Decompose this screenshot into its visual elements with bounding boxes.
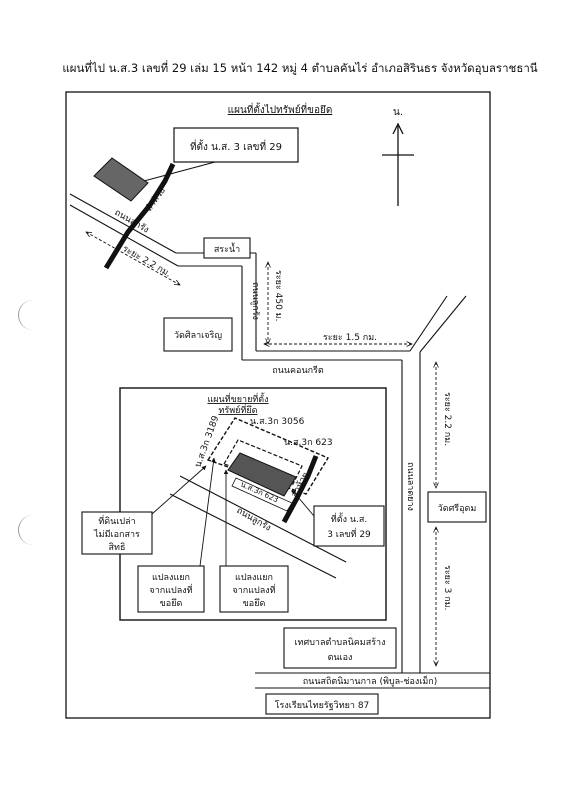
school-box [265, 693, 379, 715]
municipality-label-2: ตนเอง [328, 653, 353, 663]
road-lukrang-vertical-label: ถนนลูกรัง [250, 282, 260, 320]
vacant-pointer [151, 465, 207, 515]
split2-label-3: ขอยึด [243, 598, 266, 609]
split1-pointer [199, 457, 216, 567]
inset-stream-line [281, 455, 319, 524]
distance-1-5km-label: ระยะ 1.5 กม. [323, 333, 377, 343]
vacant-label-2: ไม่มีเอกสาร [93, 529, 140, 540]
pond-box [203, 237, 251, 259]
municipality-label-1: เทศบาลตำบลนิคมสร้าง [294, 637, 385, 648]
parcel-623-outline [223, 439, 303, 487]
distance-2-2km-label: ระยะ 2.2 กม. [121, 244, 173, 280]
location-box [173, 127, 299, 163]
parcel-3056-outline [206, 417, 330, 495]
vacant-label-1: ที่ดินเปล่า [98, 514, 135, 527]
parcel-623-label: น.ส.3ก 623 [284, 438, 333, 448]
vacant-land-box [81, 511, 153, 555]
distance-450m-label: ระยะ 450 ม. [273, 270, 283, 321]
page-title: แผนที่ไป น.ส.3 เลขที่ 29 เล่ม 15 หน้า 14… [62, 61, 538, 75]
temple-sriudom-box [427, 491, 487, 523]
road-asphalt-label: ถนนลาดยาง [405, 462, 415, 511]
inset-location-label-2: 3 เลขที่ 29 [327, 527, 371, 540]
pond-label: สระน้ำ [214, 242, 240, 255]
section-title: แผนที่ตั้งไปทรัพย์ที่ขอยึด [228, 102, 333, 116]
inset-location-label-1: ที่ตั้ง น.ส. [331, 512, 367, 525]
main-road-bottom [255, 672, 490, 689]
inset-road [169, 475, 347, 579]
vacant-label-3: สิทธิ [109, 542, 126, 553]
asphalt-road [401, 295, 467, 673]
punch-hole-mark [18, 515, 35, 545]
split2-label-2: จากแปลงที่ [232, 583, 275, 596]
distance-2-2km-right-label: ระยะ 2.2 กม. [442, 392, 452, 446]
temple-silacharoen-box [163, 317, 233, 352]
school-label: โรงเรียนไทยรัฐวิทยา 87 [275, 700, 370, 711]
concrete-road [242, 295, 448, 361]
inset-title-1: แผนที่ขยายที่ตั้ง [207, 392, 268, 405]
map-frame [65, 91, 491, 719]
road-concrete-label: ถนนคอนกรีต [272, 365, 324, 376]
road-sathit-label: ถนนสถิตนิมานกาล (พิบูล-ช่องเม็ก) [303, 674, 438, 687]
location-box-label: ที่ตั้ง น.ส. 3 เลขที่ 29 [190, 139, 282, 153]
split1-label-1: แปลงแยก [152, 573, 190, 583]
distance-arrow-2-2km [86, 232, 180, 285]
north-arrow-icon [382, 122, 414, 206]
split2-label-1: แปลงแยก [235, 573, 273, 583]
split1-label-3: ขอยึด [160, 598, 183, 609]
stream-label: ลำห้วย [143, 185, 167, 213]
split-parcel-box-1 [137, 565, 205, 613]
inset-location-pointer [291, 489, 315, 517]
municipality-box [283, 627, 397, 669]
temple-silacharoen-label: วัดศิลาเจริญ [174, 330, 222, 341]
split-parcel-box-2 [219, 565, 289, 613]
north-label: น. [393, 107, 403, 118]
parcel-shape [93, 157, 149, 202]
distance-3km-label: ระยะ 3 กม. [442, 565, 452, 610]
split1-label-2: จากแปลงที่ [149, 583, 192, 596]
target-parcel [227, 452, 297, 497]
parcel-3056-label: น.ส.3ก 3056 [250, 417, 305, 427]
temple-sriudom-label: วัดศรีอุดม [438, 503, 477, 514]
inset-title-2: ทรัพย์ที่ยึด [218, 403, 257, 416]
inset-location-box [313, 505, 385, 547]
punch-hole-mark [18, 300, 35, 330]
